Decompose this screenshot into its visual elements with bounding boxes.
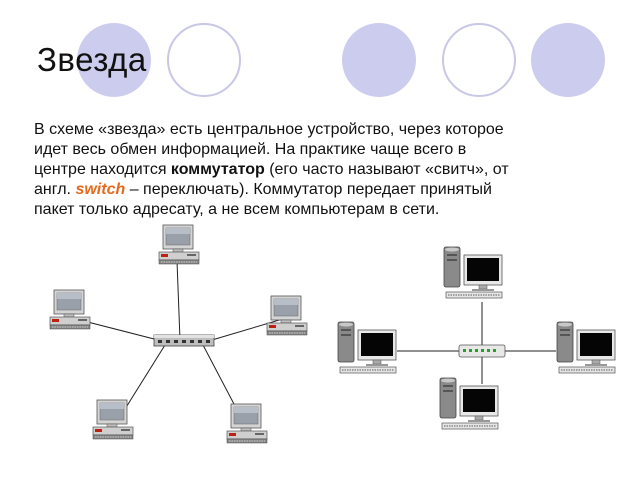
decor-circle-3 [342, 23, 416, 97]
computer-icon [556, 321, 616, 374]
computer-icon [439, 377, 499, 430]
decor-circle-1 [77, 23, 151, 97]
text-segment: – переключать). Коммутатор передает прин… [125, 181, 492, 198]
paragraph-line-5: пакет только адресату, а не всем компьют… [34, 201, 440, 218]
computer-icon [337, 321, 397, 374]
computer-icon [158, 224, 200, 265]
term-switch: switch [75, 181, 126, 198]
computer-icon [49, 289, 91, 330]
slide-title: Звезда [37, 41, 147, 78]
computer-icon [266, 295, 308, 336]
decor-circle-4 [442, 23, 516, 97]
computer-icon [443, 246, 503, 299]
switch-icon [153, 334, 215, 347]
term-kommutator: коммутатор [170, 161, 265, 178]
computer-icon [92, 399, 134, 440]
switch-icon [458, 344, 506, 358]
text-segment: центре находится [34, 161, 171, 178]
right-star-links [397, 302, 556, 384]
slide-paragraph: В схеме «звезда» есть центральное устрой… [34, 120, 594, 220]
computer-icon [226, 403, 268, 444]
paragraph-line-4: англ. switch – переключать). Коммутатор … [34, 180, 594, 200]
decor-circle-5 [531, 23, 605, 97]
right-star-diagram [337, 246, 616, 430]
paragraph-line-3: центре находится коммутатор (его часто н… [34, 160, 594, 180]
text-segment: англ. [34, 181, 76, 198]
text-segment: (его часто называют «свитч», от [264, 161, 509, 178]
paragraph-line-2: идет весь обмен информацией. На практике… [34, 141, 467, 158]
left-star-diagram [49, 224, 308, 444]
decor-circle-2 [167, 23, 241, 97]
paragraph-line-1: В схеме «звезда» есть центральное устрой… [34, 121, 504, 138]
